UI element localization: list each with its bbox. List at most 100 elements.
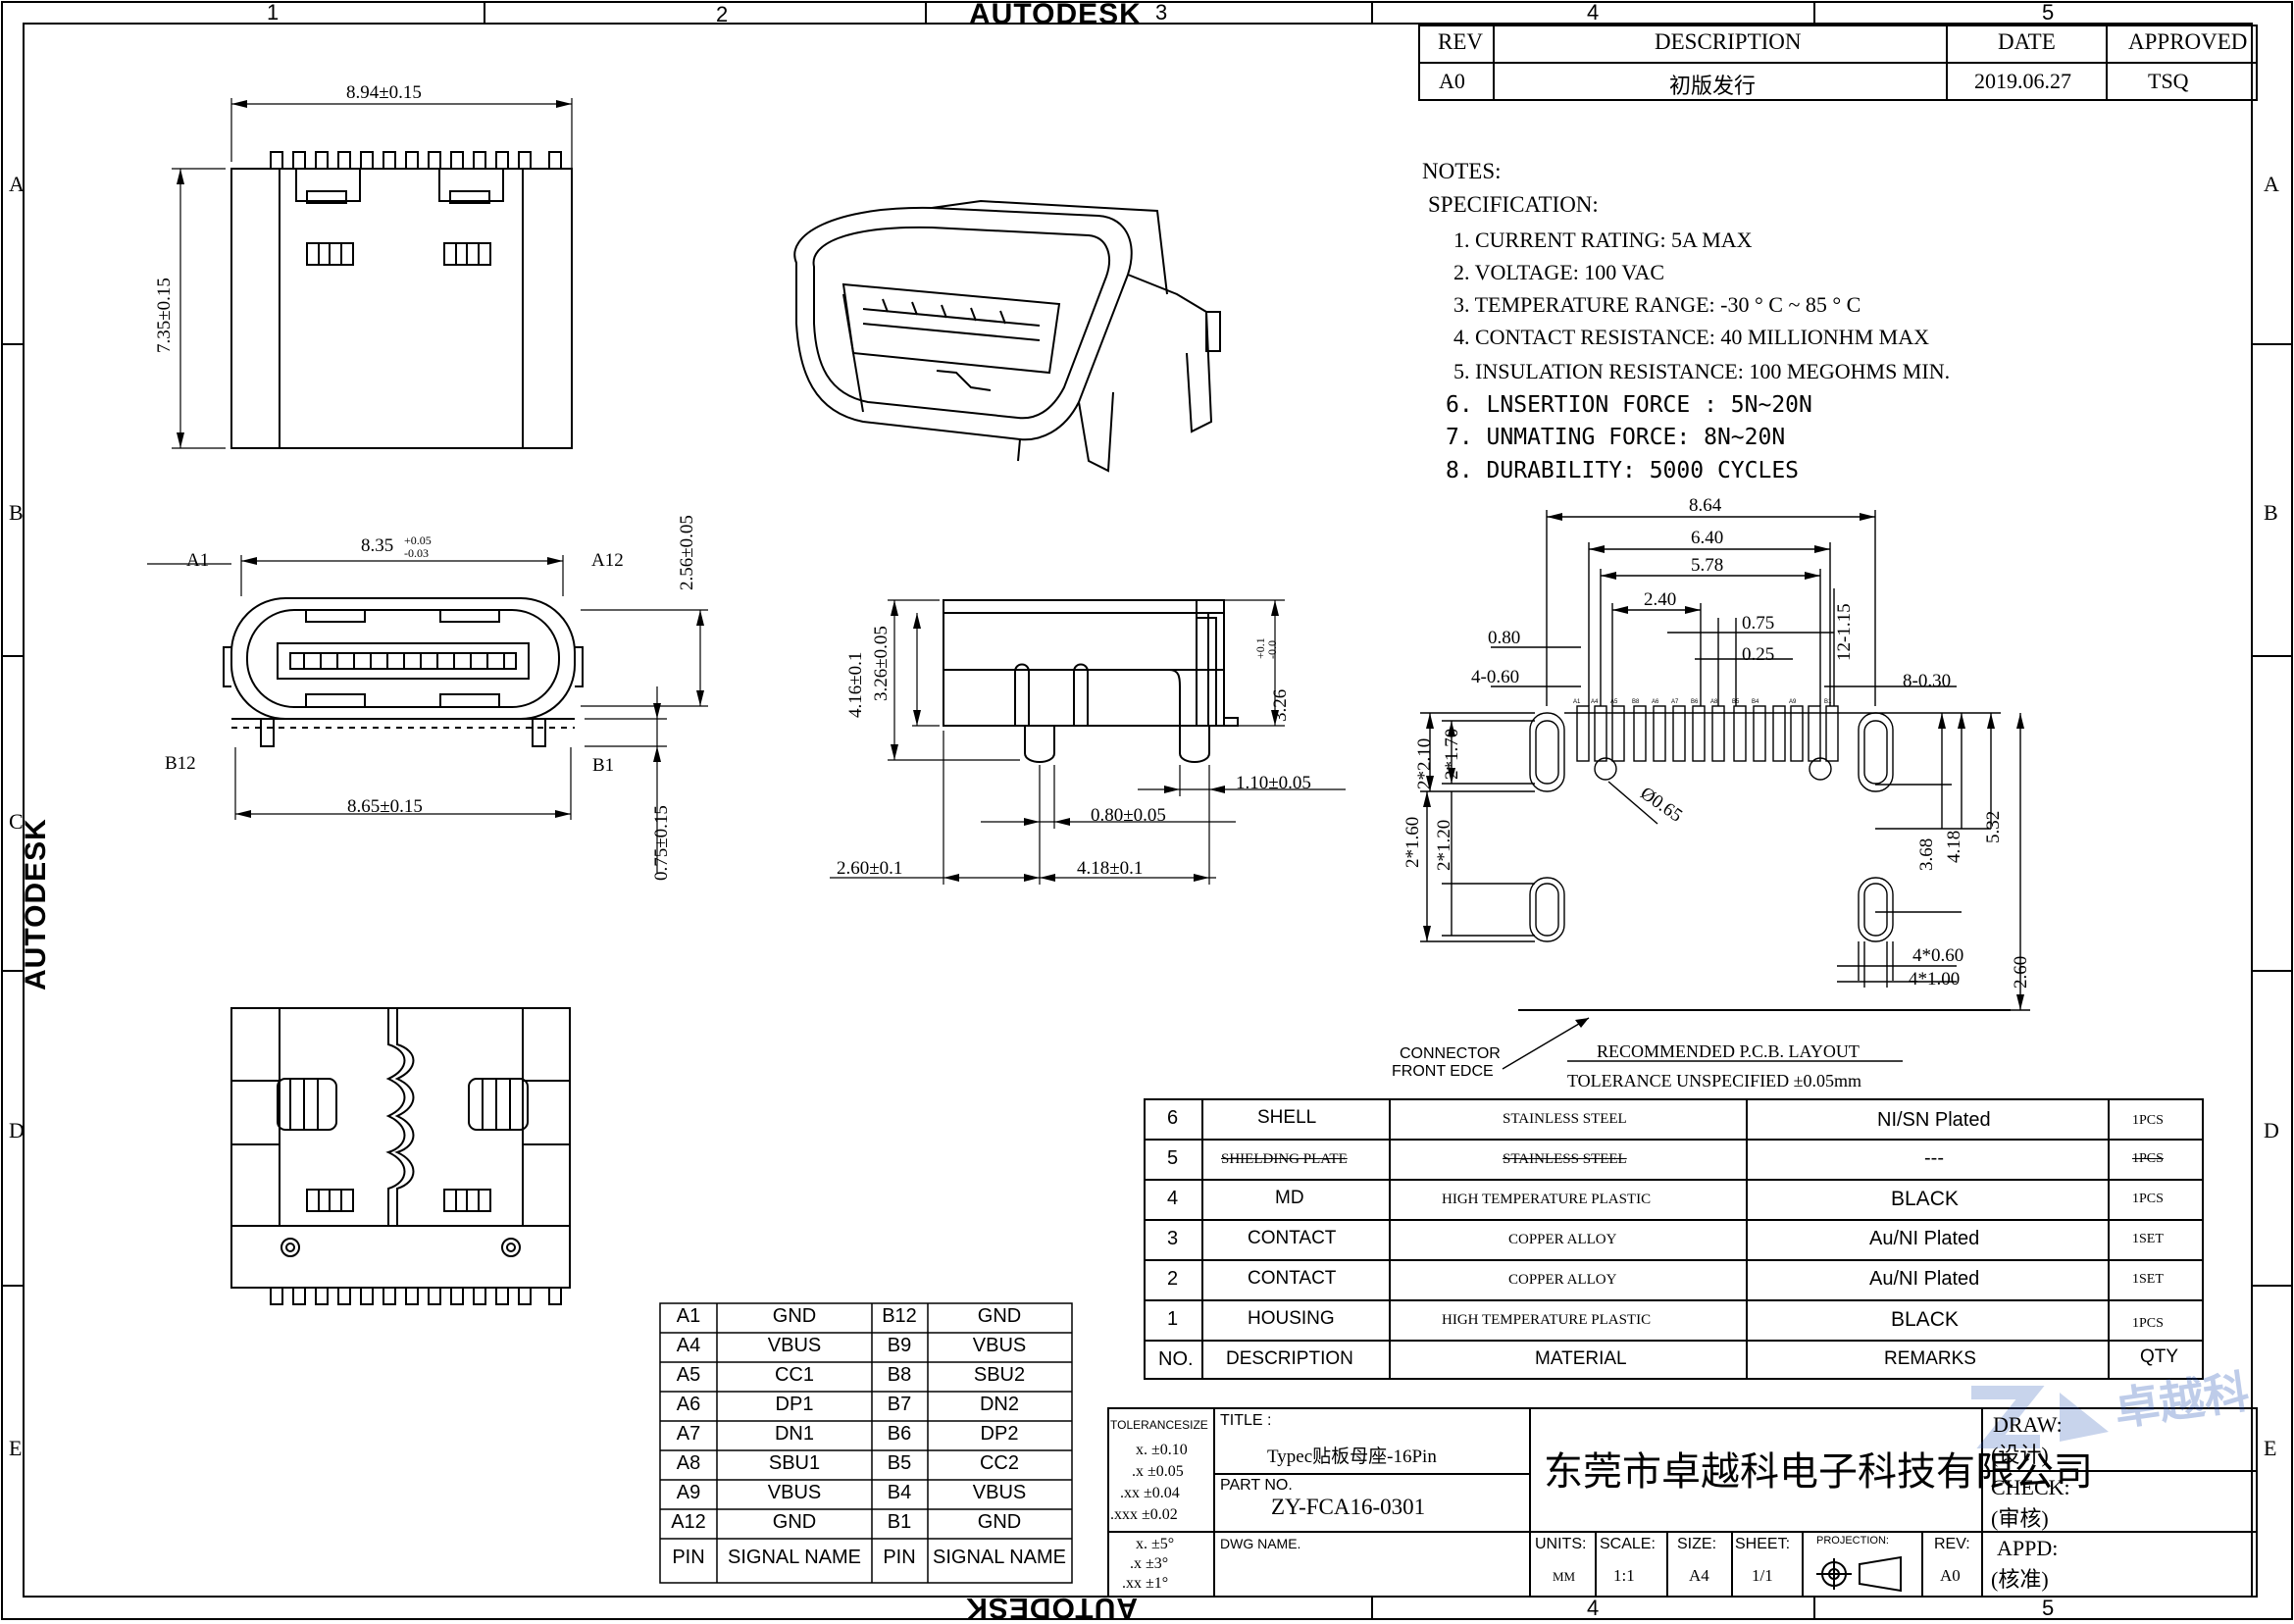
top-view bbox=[172, 98, 573, 449]
pin-label-b12: B12 bbox=[165, 753, 196, 774]
tol-row: .x ±0.05 bbox=[1132, 1463, 1184, 1480]
bom-row-no: 2 bbox=[1167, 1268, 1179, 1290]
notes-title: NOTES: bbox=[1422, 159, 1502, 183]
zone-col-3: 3 bbox=[1155, 0, 1168, 25]
note-4: 4. CONTACT RESISTANCE: 40 MILLIONHM MAX bbox=[1453, 325, 1929, 349]
pcb-dim-260: 2.60 bbox=[2011, 955, 2031, 989]
zone-row-c: C bbox=[9, 809, 24, 834]
units-value: MM bbox=[1553, 1569, 1576, 1584]
bom-header-no: NO. bbox=[1158, 1348, 1194, 1370]
signal-cell: DN2 bbox=[979, 1394, 1019, 1415]
sheet-value: 1/1 bbox=[1752, 1566, 1773, 1585]
bom-row-remarks: BLACK bbox=[1891, 1188, 1959, 1210]
company-name: 东莞市卓越科电子科技有限公司 bbox=[1544, 1449, 2093, 1494]
front-view bbox=[147, 555, 708, 873]
note-7: 7. UNMATING FORCE: 8N~20N bbox=[1446, 425, 1786, 450]
bom-header-material: MATERIAL bbox=[1535, 1348, 1627, 1369]
pin-label-a1: A1 bbox=[186, 550, 210, 571]
signal-cell: DP1 bbox=[775, 1394, 814, 1415]
pcb-pad-label: A7 bbox=[1671, 699, 1679, 705]
autodesk-logo-bottom: AUTODESK bbox=[965, 1592, 1138, 1624]
dim-side-w3: 2.60±0.1 bbox=[837, 858, 903, 879]
pin-cell: A4 bbox=[676, 1335, 701, 1356]
dim-side-w2: 0.80±0.05 bbox=[1091, 805, 1166, 826]
bom-row-remarks: BLACK bbox=[1891, 1308, 1959, 1331]
rev-value: A0 bbox=[1439, 69, 1465, 93]
zone-col-4: 4 bbox=[1587, 0, 1600, 25]
dim-side-h1: 4.16±0.1 bbox=[845, 651, 866, 718]
pin-label-b1: B1 bbox=[592, 755, 615, 776]
pcb-dim-4060b: 4*0.60 bbox=[1912, 945, 1964, 966]
title-block-lines bbox=[1107, 1407, 2258, 1598]
bom-row-no: 6 bbox=[1167, 1107, 1179, 1129]
pin-cell: A12 bbox=[671, 1511, 706, 1533]
bom-row-qty: 1PCS bbox=[2132, 1316, 2164, 1331]
drawing-title: Typec贴板母座-16Pin bbox=[1267, 1446, 1437, 1467]
signal-cell: GND bbox=[977, 1511, 1022, 1533]
dim-front-bottom-width: 8.65±0.15 bbox=[347, 796, 423, 817]
pcb-dim-4060: 4-0.60 bbox=[1471, 667, 1520, 687]
pcb-pad-label: A5 bbox=[1610, 699, 1618, 705]
check-cn: (审核) bbox=[1991, 1506, 2049, 1531]
dim-front-height: 2.56±0.05 bbox=[677, 515, 697, 590]
pin-cell: B9 bbox=[887, 1335, 912, 1356]
tol-row: x. ±0.10 bbox=[1136, 1442, 1188, 1458]
pcb-dim-864: 8.64 bbox=[1689, 495, 1722, 516]
autodesk-logo-left: AUTODESK bbox=[20, 818, 52, 990]
pcb-pad-label: A8 bbox=[1710, 699, 1718, 705]
bom-header-description: DESCRIPTION bbox=[1226, 1348, 1353, 1369]
signal-header: SIGNAL NAME bbox=[728, 1547, 861, 1568]
pin-label-a12: A12 bbox=[591, 550, 624, 571]
signal-cell: CC2 bbox=[979, 1452, 1019, 1474]
signal-cell: GND bbox=[772, 1511, 817, 1533]
zone-col-4-bottom: 4 bbox=[1587, 1596, 1600, 1620]
pcb-dim-418: 4.18 bbox=[1944, 830, 1964, 863]
angle-row: x. ±5° bbox=[1136, 1536, 1175, 1552]
bom-row-remarks: --- bbox=[1924, 1147, 1944, 1169]
zone-row-e: E bbox=[9, 1436, 23, 1460]
bom-row-no: 4 bbox=[1167, 1188, 1179, 1209]
pcb-pad-label: B8 bbox=[1632, 699, 1640, 705]
pcb-dim-578: 5.78 bbox=[1691, 555, 1724, 576]
tol-row: .xxx ±0.02 bbox=[1110, 1506, 1178, 1523]
bottom-view bbox=[230, 1007, 571, 1305]
bom-row-desc: MD bbox=[1275, 1188, 1304, 1208]
dim-side-h2: 3.26±0.05 bbox=[871, 626, 892, 701]
pcb-pad-label: A9 bbox=[1789, 699, 1797, 705]
appd-label: APPD: bbox=[1997, 1536, 2059, 1560]
zone-col-5-bottom: 5 bbox=[2042, 1596, 2055, 1620]
pcb-layout bbox=[1420, 510, 2030, 1070]
pcb-dim-532: 5.32 bbox=[1983, 810, 2004, 843]
approved-header: APPROVED bbox=[2128, 29, 2248, 54]
rev-label: REV: bbox=[1934, 1536, 1970, 1552]
zone-col-2: 2 bbox=[716, 2, 729, 26]
pcb-dim-368: 3.68 bbox=[1916, 837, 1937, 871]
dim-top-height: 7.35±0.15 bbox=[154, 278, 175, 353]
part-label: PART NO. bbox=[1220, 1477, 1293, 1494]
dim-front-tol-plus: +0.05 bbox=[404, 533, 432, 547]
pin-cell: B8 bbox=[887, 1364, 912, 1386]
pcb-dim-8030: 8-0.30 bbox=[1903, 671, 1952, 691]
pcb-dim-2120: 2*1.20 bbox=[1434, 819, 1454, 871]
note-6: 6. LNSERTION FORCE : 5N~20N bbox=[1446, 392, 1812, 418]
signal-header: SIGNAL NAME bbox=[933, 1547, 1066, 1568]
pcb-tolerance: TOLERANCE UNSPECIFIED ±0.05mm bbox=[1567, 1071, 1862, 1091]
pin-cell: A9 bbox=[676, 1482, 701, 1503]
note-8: 8. DURABILITY: 5000 CYCLES bbox=[1446, 458, 1800, 483]
note-5: 5. INSULATION RESISTANCE: 100 MEGOHMS MI… bbox=[1453, 359, 1951, 383]
signal-cell: GND bbox=[772, 1305, 817, 1327]
pcb-pad-label: B6 bbox=[1691, 699, 1699, 705]
pin-cell: B6 bbox=[887, 1423, 912, 1445]
zone-row-a-right: A bbox=[2264, 172, 2279, 196]
zone-row-d-right: D bbox=[2264, 1118, 2279, 1142]
note-2: 2. VOLTAGE: 100 VAC bbox=[1453, 260, 1665, 284]
pcb-pad-label: A4 bbox=[1591, 699, 1599, 705]
tolerance-label: TOLERANCESIZE bbox=[1110, 1418, 1208, 1432]
dim-side-h3-tol-minus: -0.0 bbox=[1265, 640, 1279, 659]
appd-cn: (核准) bbox=[1991, 1567, 2049, 1592]
bom-row-qty: 1SET bbox=[2132, 1272, 2164, 1287]
zone-row-d: D bbox=[9, 1118, 25, 1142]
size-value: A4 bbox=[1689, 1566, 1709, 1585]
rev-block-value: A0 bbox=[1940, 1566, 1961, 1585]
